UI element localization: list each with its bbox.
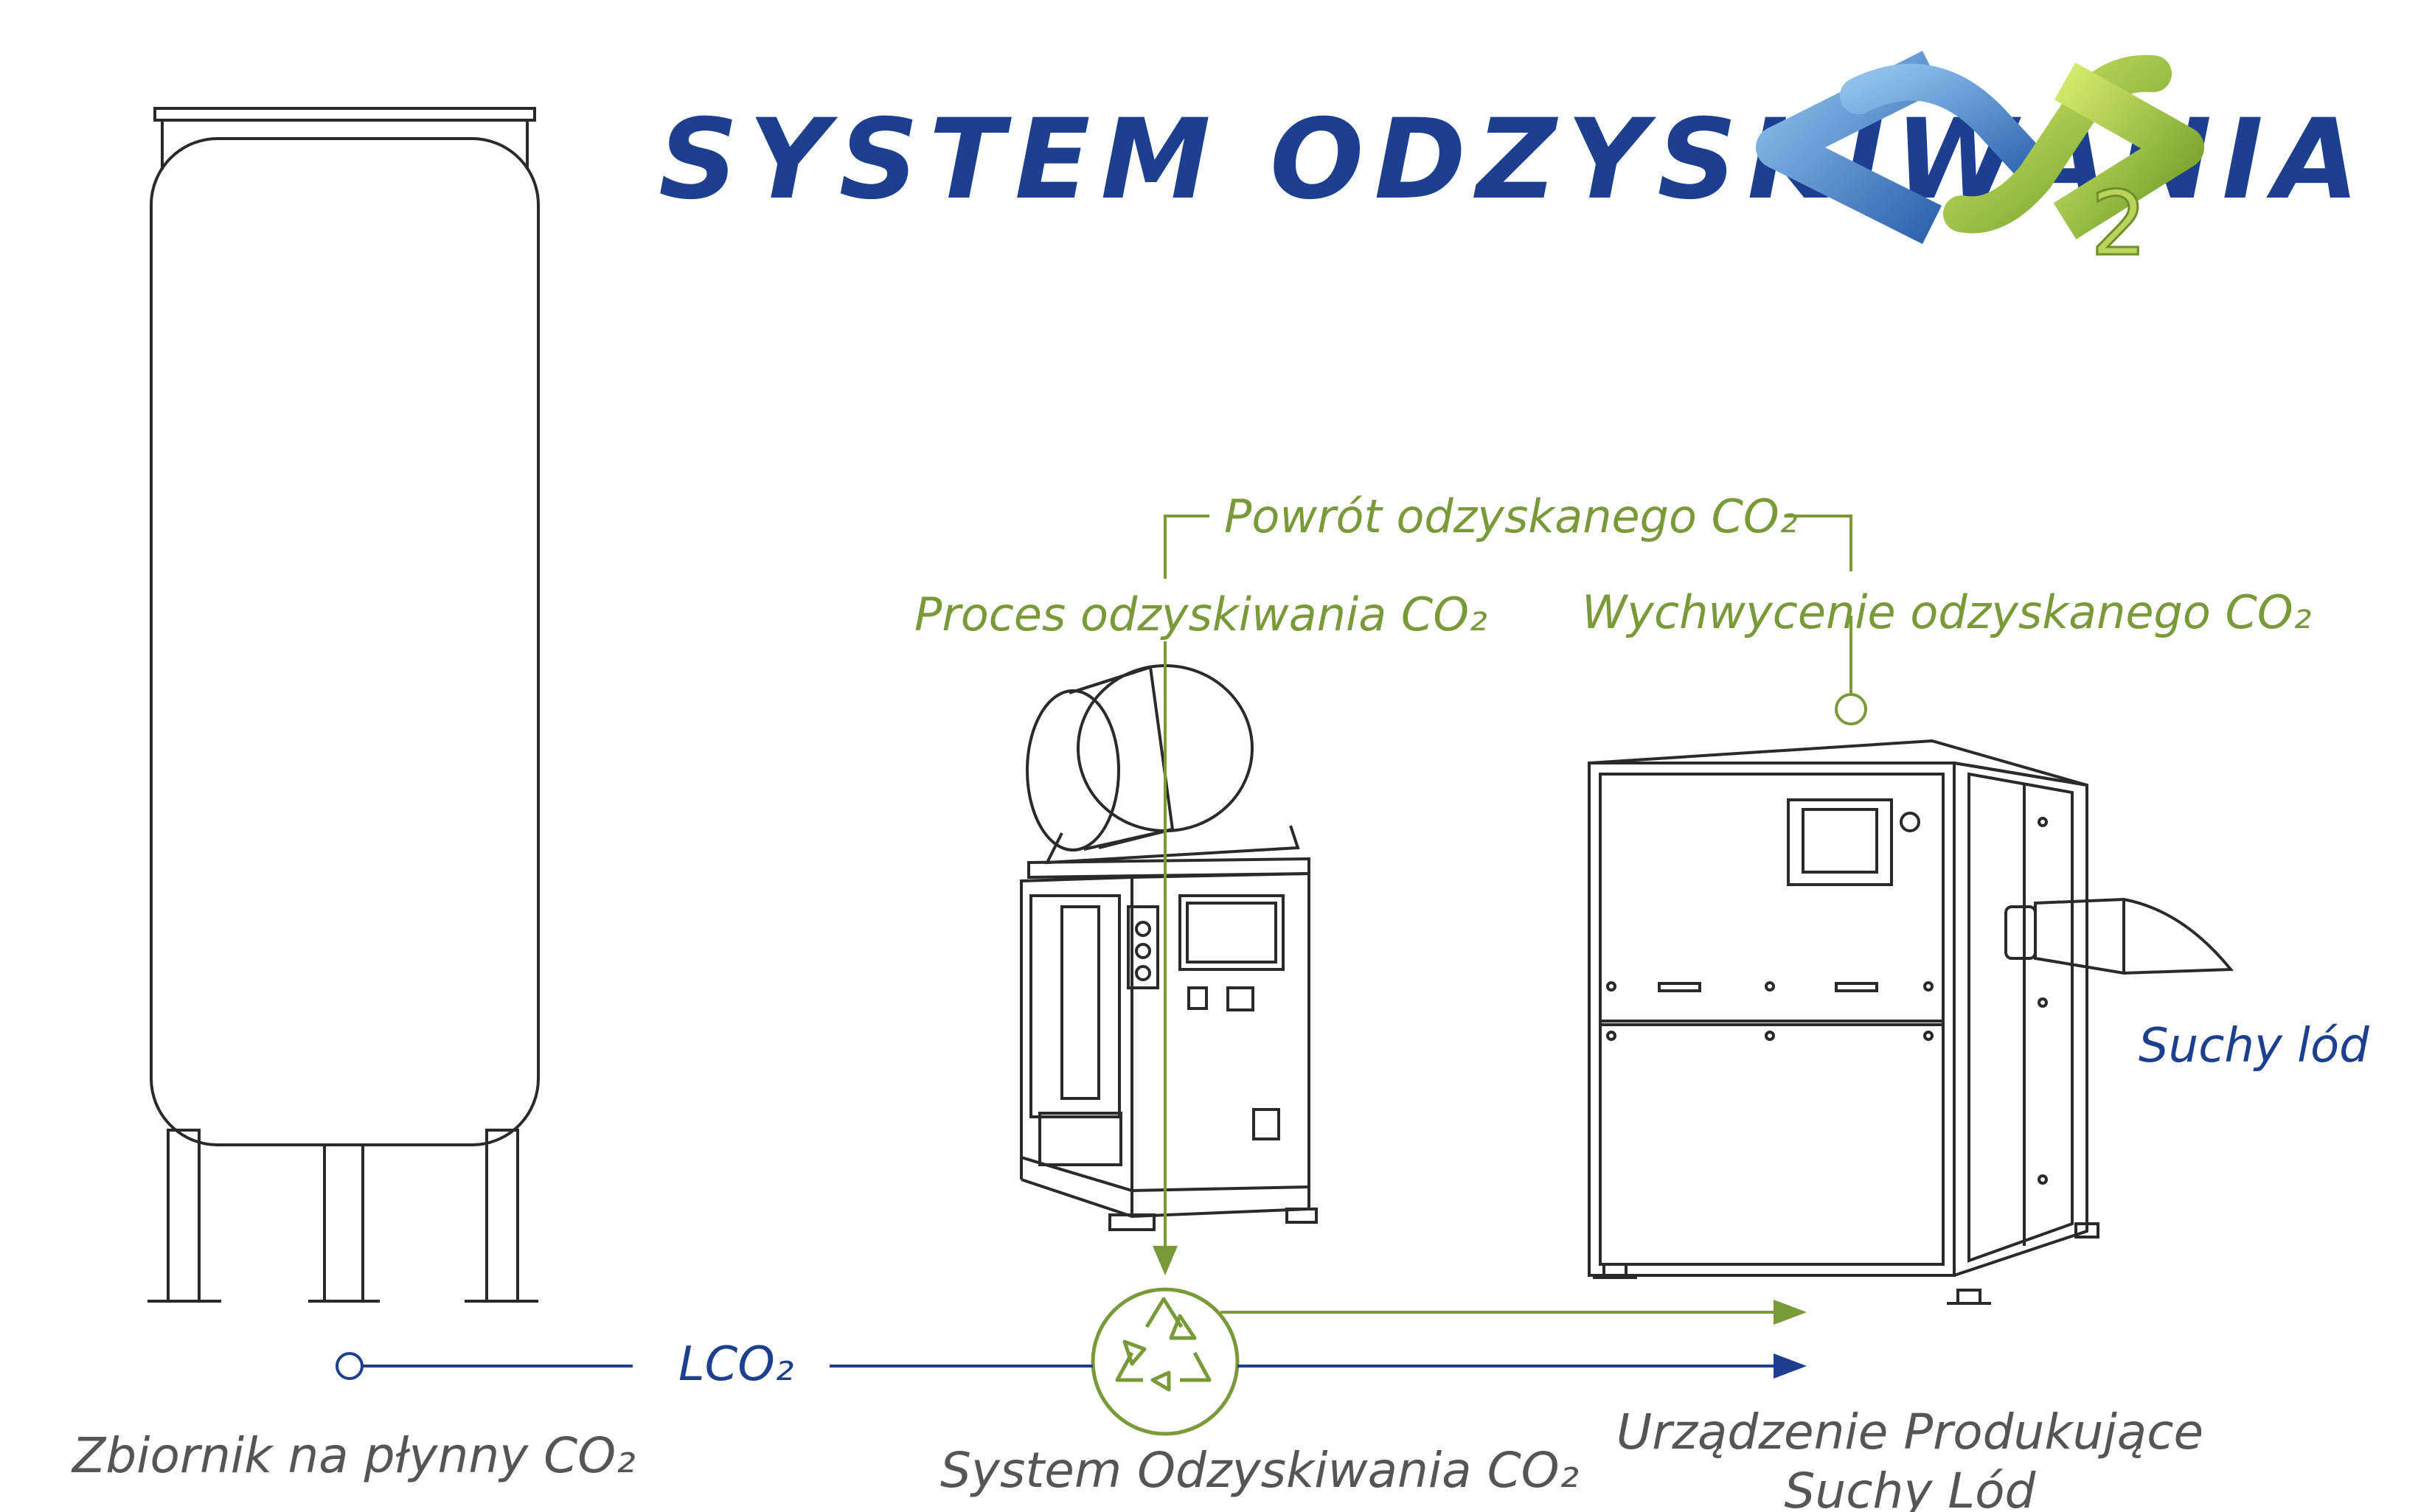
capture-label: Wychwycenie odzyskanego CO₂ [1582, 585, 2312, 639]
recycle-icon [1115, 1297, 1212, 1392]
process-flow-arrow [1153, 641, 1178, 1275]
process-label: Proces odzyskiwania CO₂ [914, 588, 1487, 641]
recovery-unit-drawing [1020, 664, 1318, 1231]
return-label: Powrót odzyskanego CO₂ [1224, 490, 1798, 543]
recovery-system-node [1091, 1287, 1240, 1436]
machine-label-line1: Urządzenie Produkujące [1616, 1404, 2203, 1460]
green-output-arrow [1220, 1300, 1807, 1325]
lco2-flow-line [336, 1352, 1807, 1380]
recovery-system-label: System Odzyskiwania CO₂ [940, 1442, 1579, 1499]
co2-logo-icon: CO 2 [1756, 51, 2204, 277]
dry-ice-label: Suchy lód [2139, 1019, 2369, 1073]
machine-label-line2: Suchy Lód [1785, 1463, 2037, 1512]
logo-subscript: 2 [2091, 173, 2147, 276]
return-flow-line [1164, 515, 1867, 725]
liquid-co2-tank [147, 107, 540, 1303]
dry-ice-machine-drawing [1588, 739, 2234, 1305]
tank-label: Zbiornik na płynny CO₂ [71, 1427, 636, 1484]
lco2-label: LCO₂ [678, 1337, 793, 1392]
